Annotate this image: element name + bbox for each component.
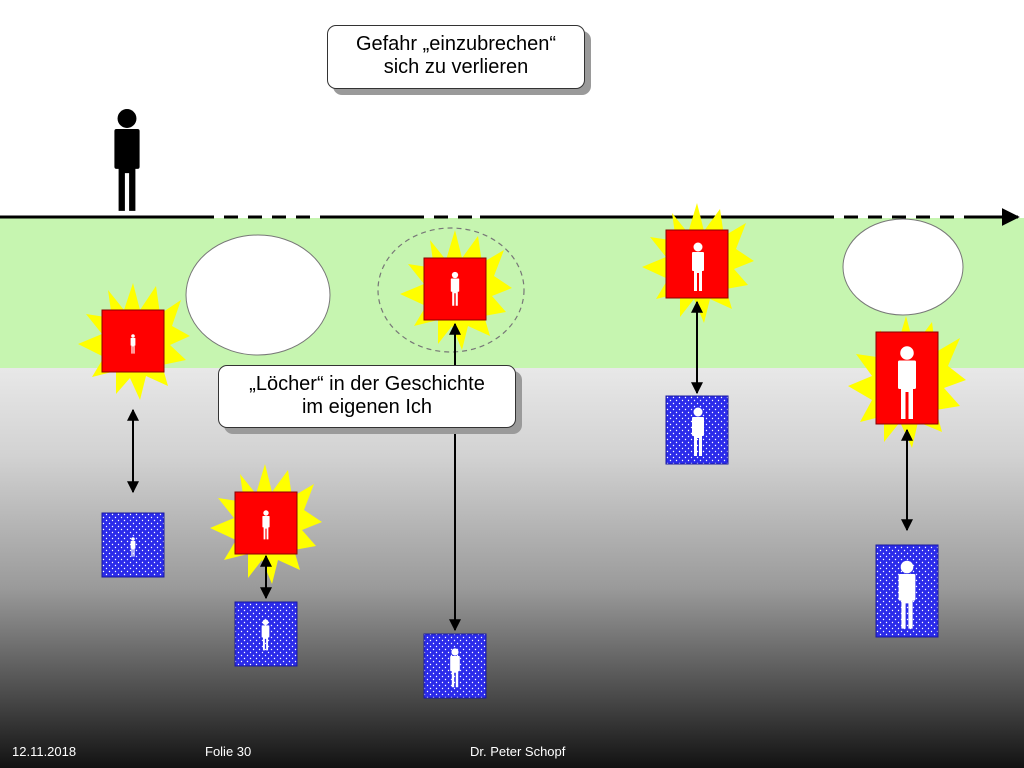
red-box-1 xyxy=(78,283,190,400)
red-box-4 xyxy=(848,316,966,448)
red-box-3 xyxy=(642,203,754,323)
blue-box-1 xyxy=(101,512,165,578)
footer-author: Dr. Peter Schopf xyxy=(470,744,566,759)
callout-holes-line2: im eigenen Ich xyxy=(301,396,433,418)
callout-holes: „Löcher“ in der Geschichte im eigenen Ic… xyxy=(218,365,516,428)
callout-danger-line2: sich zu verlieren xyxy=(383,56,529,78)
footer-slide-number: Folie 30 xyxy=(205,744,252,759)
callout-danger: Gefahr „einzubrechen“ sich zu verlieren xyxy=(327,25,585,89)
blue-box-3 xyxy=(423,633,487,699)
hole-ellipse-1 xyxy=(185,234,331,356)
footer-date: 12.11.2018 xyxy=(12,744,77,759)
red-box-5 xyxy=(210,464,322,584)
blue-box-2 xyxy=(234,601,298,667)
hole-ellipse-2 xyxy=(842,218,964,316)
walking-person-icon xyxy=(114,109,140,211)
hole-ellipse-dashed xyxy=(377,227,525,353)
red-box-2 xyxy=(400,230,512,350)
callout-holes-line1: „Löcher“ in der Geschichte xyxy=(249,373,485,395)
blue-box-4 xyxy=(665,395,729,465)
blue-box-5 xyxy=(875,544,939,638)
depth-area xyxy=(0,368,1024,768)
callout-danger-line1: Gefahr „einzubrechen“ xyxy=(355,33,557,55)
